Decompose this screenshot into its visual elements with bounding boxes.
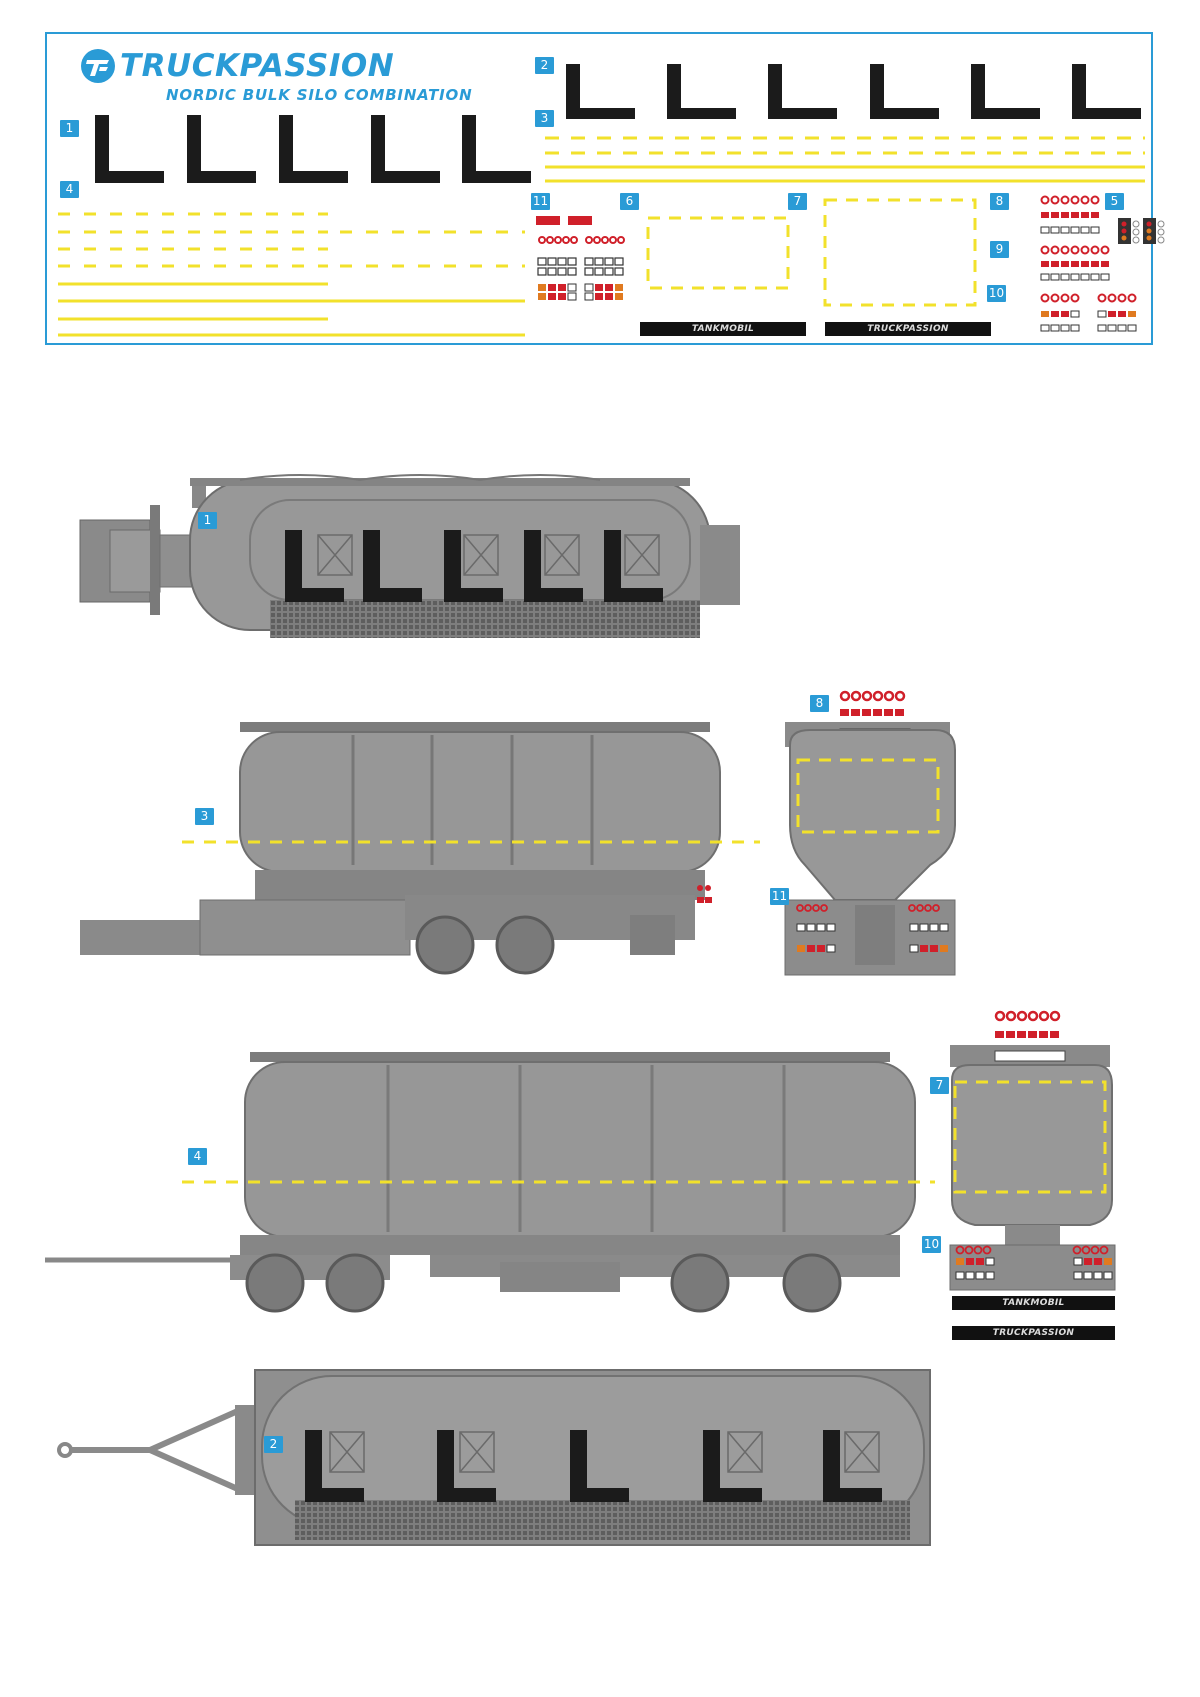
rear-frame-decal-6 [646,216,790,290]
decal-sheet-art [58,64,1165,337]
label-6: 6 [620,193,639,210]
view-label-semi-side: 3 [195,808,214,825]
brand-logo: TRUCKPASSION [80,48,394,84]
label-8: 8 [990,193,1009,210]
light-cluster-decals-10 [1040,293,1137,332]
l-decals-set-2 [566,64,1141,119]
trailer-rear-view [949,1010,1116,1291]
label-4: 4 [60,181,79,198]
rear-frame-decal-7 [823,198,977,307]
trailer-top-view [57,1369,931,1546]
label-7: 7 [788,193,807,210]
view-label-trailer-rear-lights: 10 [922,1236,941,1253]
l-decals-set-1 [95,115,531,183]
light-bar-decals-8 [1040,195,1100,234]
brand-subtitle: NORDIC BULK SILO COMBINATION [166,86,473,104]
view-label-trailer-side: 4 [188,1148,207,1165]
semi-trailer-top-view [79,474,740,638]
brand-name: TRUCKPASSION [120,48,395,84]
label-2: 2 [535,57,554,74]
label-11: 11 [531,193,550,210]
tankmobil-stripe-decal: TANKMOBIL [640,322,806,336]
label-3: 3 [535,110,554,127]
view-label-trailer-top: 2 [264,1436,283,1453]
light-bar-decals-9 [1040,245,1110,281]
semi-trailer-rear-view [784,690,956,976]
truckpassion-stripe-decal: TRUCKPASSION [825,322,991,336]
decal-sheet [45,32,1153,345]
view-label-trailer-rear: 7 [930,1077,949,1094]
view-label-semi-rear-lights: 11 [770,888,789,905]
label-10: 10 [987,285,1006,302]
yellow-stripes-set-3 [545,136,1145,183]
semi-trailer-side-view [80,722,760,975]
label-5: 5 [1105,193,1124,210]
view-label-semi-rear: 8 [810,695,829,712]
yellow-stripes-set-4 [58,212,525,337]
label-1: 1 [60,120,79,137]
light-cluster-decals-11 [536,216,625,301]
truckpassion-logo-icon [81,49,115,83]
trailer-truckpassion-stripe: TRUCKPASSION [952,1326,1115,1340]
label-9: 9 [990,241,1009,258]
view-label-semi-top: 1 [198,512,217,529]
side-marker-decals-5 [1118,218,1165,244]
trailer-tankmobil-stripe: TANKMOBIL [952,1296,1115,1310]
trailer-side-view [45,1052,935,1313]
